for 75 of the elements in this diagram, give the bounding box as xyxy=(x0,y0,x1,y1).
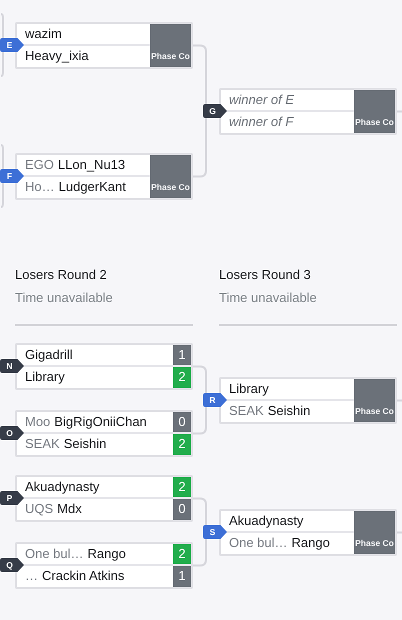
match-badge: N xyxy=(0,359,24,373)
team-tag: Moo xyxy=(25,414,50,429)
connector-line xyxy=(0,183,4,208)
player-name: Seishin xyxy=(64,436,106,451)
match-badge: F xyxy=(0,169,24,183)
connector-line xyxy=(0,13,4,38)
match-badge: G xyxy=(203,104,227,118)
match-card xyxy=(15,343,193,390)
match-card xyxy=(15,410,193,457)
score-cell: 2 xyxy=(173,367,191,388)
player-name: Heavy_ixia xyxy=(25,48,89,63)
status-panel: Phase Co xyxy=(354,379,395,422)
connector-line xyxy=(193,539,207,566)
team-tag: Ho… xyxy=(25,179,55,194)
player-name: Library xyxy=(229,381,269,396)
connector-line xyxy=(397,110,402,112)
round-title: Losers Round 3 xyxy=(219,267,311,283)
match-badge: S xyxy=(203,525,227,539)
match-badge: E xyxy=(0,38,24,52)
match-card xyxy=(15,153,193,200)
connector-line xyxy=(0,144,4,169)
team-tag: UQS xyxy=(25,501,54,516)
team-tag: SEAK xyxy=(25,436,60,451)
round-time: Time unavailable xyxy=(219,290,317,306)
match-card xyxy=(15,542,193,589)
player-name: Akuadynasty xyxy=(229,513,304,528)
match-card xyxy=(15,22,193,69)
status-panel: Phase Co xyxy=(354,511,395,554)
status-panel: Phase Co xyxy=(150,155,191,198)
round-title: Losers Round 2 xyxy=(15,267,107,283)
team-tag: EGO xyxy=(25,157,54,172)
score-cell: 1 xyxy=(173,566,191,587)
connector-line xyxy=(193,407,207,434)
connector-line xyxy=(193,366,207,393)
round-time: Time unavailable xyxy=(15,290,113,306)
player-name: LudgerKant xyxy=(58,179,126,194)
player-name: BigRigOniiChan xyxy=(54,414,147,429)
status-panel: Phase Co xyxy=(150,24,191,67)
score-cell: 2 xyxy=(173,434,191,455)
placeholder-text: winner of F xyxy=(229,114,294,129)
player-name: Mdx xyxy=(57,501,82,516)
score-cell: 1 xyxy=(173,345,191,365)
connector-line xyxy=(193,498,207,525)
player-name: Seishin xyxy=(268,403,310,418)
connector-line xyxy=(397,400,402,402)
match-badge: P xyxy=(0,491,24,505)
match-badge: O xyxy=(0,426,24,440)
team-tag: One bul… xyxy=(229,535,288,550)
player-name: Rango xyxy=(88,546,126,561)
match-card xyxy=(219,88,397,135)
player-name: wazim xyxy=(25,26,62,41)
score-cell: 2 xyxy=(173,544,191,564)
match-card xyxy=(15,475,193,522)
connector-line xyxy=(397,532,402,534)
score-cell: 0 xyxy=(173,412,191,432)
player-name: Rango xyxy=(292,535,330,550)
match-card xyxy=(219,377,397,424)
status-panel: Phase Co xyxy=(354,90,395,133)
player-name: Library xyxy=(25,369,65,384)
match-badge: Q xyxy=(0,558,24,572)
team-tag: … xyxy=(25,568,38,583)
score-cell: 0 xyxy=(173,499,191,520)
connector-line xyxy=(193,118,207,178)
player-name: LLon_Nu13 xyxy=(58,157,126,172)
placeholder-text: winner of E xyxy=(229,92,294,107)
player-name: Gigadrill xyxy=(25,347,73,362)
player-name: Crackin Atkins xyxy=(42,568,124,583)
team-tag: SEAK xyxy=(229,403,264,418)
team-tag: One bul… xyxy=(25,546,84,561)
match-card xyxy=(219,509,397,556)
connector-line xyxy=(0,52,4,77)
score-cell: 2 xyxy=(173,477,191,497)
connector-line xyxy=(193,44,207,104)
player-name: Akuadynasty xyxy=(25,479,100,494)
match-badge: R xyxy=(203,393,227,407)
